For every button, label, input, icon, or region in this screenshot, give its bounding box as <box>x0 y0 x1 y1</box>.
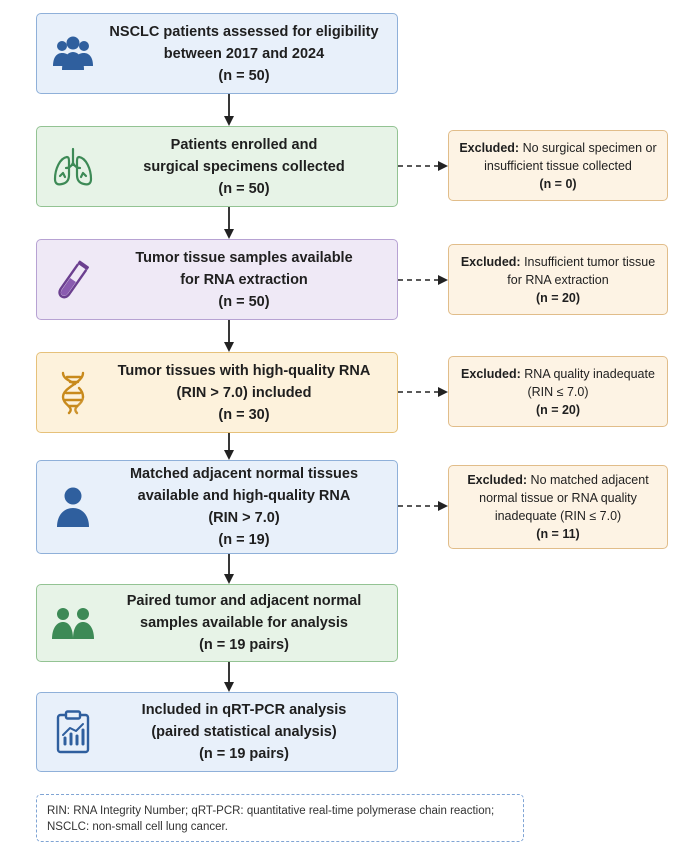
box-line: available and high-quality RNA <box>137 488 351 504</box>
box-line: NSCLC patients assessed for eligibility <box>109 23 379 40</box>
box-count: (n = 50) <box>218 293 270 310</box>
footnote-line: RIN: RNA Integrity Number; qRT-PCR: quan… <box>47 805 495 817</box>
box-line: between 2017 and 2024 <box>163 45 325 62</box>
box-count: (n = 30) <box>218 406 270 423</box>
exclusion-reason: No matched adjacent normal tissue or RNA… <box>479 473 649 523</box>
exclusion-label: Excluded: <box>459 140 520 155</box>
exclusion-label: Excluded: <box>460 254 521 269</box>
footnote-line: NSCLC: non-small cell lung cancer. <box>47 821 228 833</box>
flow-box-enrolled: Patients enrolled and surgical specimens… <box>36 126 398 207</box>
exclusion-box-no-specimen: Excluded: No surgical specimen or insuff… <box>448 130 668 201</box>
flow-box-high-quality-rna: Tumor tissues with high-quality RNA (RIN… <box>36 352 398 433</box>
people-pair-icon <box>49 599 97 647</box>
box-count: (n = 19) <box>218 532 270 548</box>
box-line: Tumor tissues with high-quality RNA <box>117 362 371 379</box>
flow-box-paired: Paired tumor and adjacent normal samples… <box>36 584 398 662</box>
box-line: (RIN > 7.0) <box>208 510 280 526</box>
exclusion-count: (n = 0) <box>539 176 577 191</box>
box-line: for RNA extraction <box>180 271 308 288</box>
person-icon <box>49 483 97 531</box>
exclusion-box-no-matched-normal: Excluded: No matched adjacent normal tis… <box>448 465 668 549</box>
exclusion-count: (n = 20) <box>535 402 581 417</box>
flow-box-tumor-samples: Tumor tissue samples available for RNA e… <box>36 239 398 320</box>
exclusion-box-insufficient-tumor: Excluded: Insufficient tumor tissue for … <box>448 244 668 315</box>
box-line: Tumor tissue samples available <box>135 249 353 266</box>
exclusion-box-rna-quality: Excluded: RNA quality inadequate (RIN ≤ … <box>448 356 668 427</box>
abbreviations-footnote: RIN: RNA Integrity Number; qRT-PCR: quan… <box>36 794 524 842</box>
box-line: Included in qRT-PCR analysis <box>141 702 347 718</box>
exclusion-label: Excluded: <box>461 366 521 381</box>
box-line: surgical specimens collected <box>143 158 345 175</box>
exclusion-count: (n = 11) <box>536 527 580 541</box>
test-tube-icon <box>49 256 97 304</box>
flow-box-assessed: NSCLC patients assessed for eligibility … <box>36 13 398 94</box>
box-line: Patients enrolled and <box>170 136 318 153</box>
box-line: (paired statistical analysis) <box>151 724 337 740</box>
exclusion-count: (n = 20) <box>535 290 581 305</box>
box-count: (n = 19 pairs) <box>199 637 289 653</box>
box-count: (n = 19 pairs) <box>199 746 289 762</box>
lungs-icon <box>49 143 97 191</box>
people-group-icon <box>49 30 97 78</box>
exclusion-reason: No surgical specimen or insufficient tis… <box>484 140 657 173</box>
box-count: (n = 50) <box>218 67 270 84</box>
dna-icon <box>49 369 97 417</box>
flow-box-qrt-pcr: Included in qRT-PCR analysis (paired sta… <box>36 692 398 772</box>
exclusion-reason: RNA quality inadequate (RIN ≤ 7.0) <box>524 366 655 399</box>
flow-box-matched-normal: Matched adjacent normal tissues availabl… <box>36 460 398 554</box>
exclusion-reason: Insufficient tumor tissue for RNA extrac… <box>507 254 656 287</box>
box-line: Matched adjacent normal tissues <box>129 466 359 482</box>
clipboard-chart-icon <box>49 708 97 756</box>
box-line: (RIN > 7.0) included <box>176 384 312 401</box>
box-line: samples available for analysis <box>140 615 348 631</box>
box-line: Paired tumor and adjacent normal <box>126 593 362 609</box>
box-count: (n = 50) <box>218 180 270 197</box>
exclusion-label: Excluded: <box>467 473 528 487</box>
